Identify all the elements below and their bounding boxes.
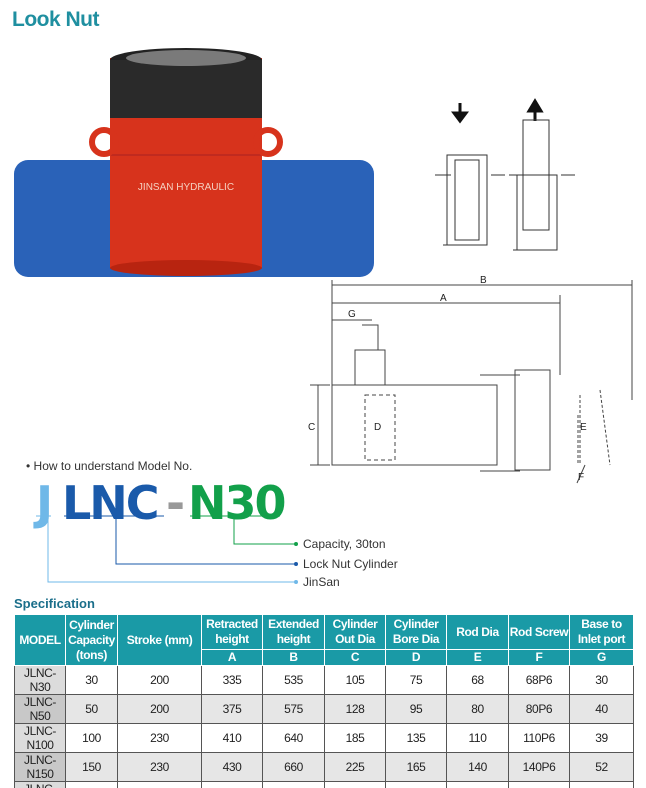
- header-cell: Cylinder Capacity (tons): [65, 614, 118, 666]
- table-cell: 200: [65, 781, 118, 788]
- spec-title: Specification: [14, 596, 95, 611]
- header-sub-cell: D: [385, 649, 447, 666]
- svg-text:C: C: [308, 422, 315, 433]
- svg-text:B: B: [480, 275, 487, 286]
- table-cell: 440: [201, 781, 263, 788]
- meaning-jinsan: JinSan: [303, 575, 340, 589]
- model-cell: JLNC-N30: [14, 665, 66, 695]
- header-cell: Rod Screw: [508, 614, 570, 650]
- product-photo: JINSAN HYDRAULIC: [14, 48, 374, 277]
- table-cell: 200: [117, 694, 202, 724]
- table-cell: 195: [385, 781, 447, 788]
- table-cell: 140: [446, 752, 509, 782]
- table-cell: 100: [65, 723, 118, 753]
- table-cell: 165: [385, 752, 447, 782]
- table-cell: 170: [446, 781, 509, 788]
- table-cell: 52: [569, 752, 634, 782]
- code-part-lnc: LNC: [62, 476, 160, 530]
- svg-text:F: F: [578, 472, 584, 483]
- meaning-capacity: Capacity, 30ton: [303, 537, 386, 551]
- table-cell: 30: [569, 665, 634, 695]
- table-cell: 80: [446, 694, 509, 724]
- header-cell: MODEL: [14, 614, 66, 666]
- meaning-lock-nut: Lock Nut Cylinder: [303, 557, 398, 571]
- model-guide-lines: [36, 515, 298, 584]
- table-cell: 230: [117, 723, 202, 753]
- table-cell: 535: [262, 665, 325, 695]
- table-cell: 575: [262, 694, 325, 724]
- code-part-dash: -: [166, 476, 185, 530]
- svg-text:A: A: [440, 293, 447, 304]
- product-label: JINSAN HYDRAULIC: [138, 182, 234, 193]
- svg-text:E: E: [580, 422, 587, 433]
- header-sub-cell: C: [324, 649, 386, 666]
- table-cell: 80P6: [508, 694, 570, 724]
- model-cell: JLNC-N200: [14, 781, 66, 788]
- header-cell: Rod Dia: [446, 614, 509, 650]
- table-cell: 255: [324, 781, 386, 788]
- table-cell: 50: [65, 694, 118, 724]
- table-cell: 95: [385, 694, 447, 724]
- table-cell: 110P6: [508, 723, 570, 753]
- table-cell: 40: [569, 694, 634, 724]
- table-cell: 200: [117, 665, 202, 695]
- header-cell: Cylinder Out Dia: [324, 614, 386, 650]
- header-sub-cell: G: [569, 649, 634, 666]
- table-cell: 335: [201, 665, 263, 695]
- table-cell: 30: [65, 665, 118, 695]
- table-cell: 170P6: [508, 781, 570, 788]
- table-cell: 670: [262, 781, 325, 788]
- header-sub-cell: F: [508, 649, 570, 666]
- header-cell: Retracted height: [201, 614, 263, 650]
- header-cell: Cylinder Bore Dia: [385, 614, 447, 650]
- table-cell: 375: [201, 694, 263, 724]
- model-guide-heading: • How to understand Model No.: [26, 459, 193, 473]
- table-cell: 68P6: [508, 665, 570, 695]
- table-cell: 225: [324, 752, 386, 782]
- operation-diagram: [435, 98, 575, 251]
- table-cell: 110: [446, 723, 509, 753]
- table-cell: 50: [569, 781, 634, 788]
- dimension-diagram: B A G C D E F: [308, 275, 633, 484]
- model-cell: JLNC-N100: [14, 723, 66, 753]
- table-cell: 410: [201, 723, 263, 753]
- header-sub-cell: B: [262, 649, 325, 666]
- svg-text:G: G: [348, 309, 356, 320]
- table-cell: 660: [262, 752, 325, 782]
- table-cell: 430: [201, 752, 263, 782]
- model-cell: JLNC-N50: [14, 694, 66, 724]
- code-part-n30: N30: [188, 476, 287, 530]
- header-cell: Stroke (mm): [117, 614, 202, 666]
- header-sub-cell: E: [446, 649, 509, 666]
- table-cell: 150: [65, 752, 118, 782]
- table-cell: 230: [117, 752, 202, 782]
- svg-text:D: D: [374, 422, 381, 433]
- table-cell: 185: [324, 723, 386, 753]
- header-sub-cell: A: [201, 649, 263, 666]
- page-title: Look Nut: [12, 8, 99, 31]
- model-cell: JLNC-N150: [14, 752, 66, 782]
- table-cell: 75: [385, 665, 447, 695]
- header-cell: Extended height: [262, 614, 325, 650]
- table-cell: 135: [385, 723, 447, 753]
- table-cell: 105: [324, 665, 386, 695]
- table-cell: 128: [324, 694, 386, 724]
- table-cell: 140P6: [508, 752, 570, 782]
- table-cell: 68: [446, 665, 509, 695]
- header-cell: Base to Inlet port: [569, 614, 634, 650]
- table-cell: 640: [262, 723, 325, 753]
- table-cell: 39: [569, 723, 634, 753]
- table-row: JLNC-N200200230440670255195170170P650: [14, 781, 634, 788]
- table-cell: 230: [117, 781, 202, 788]
